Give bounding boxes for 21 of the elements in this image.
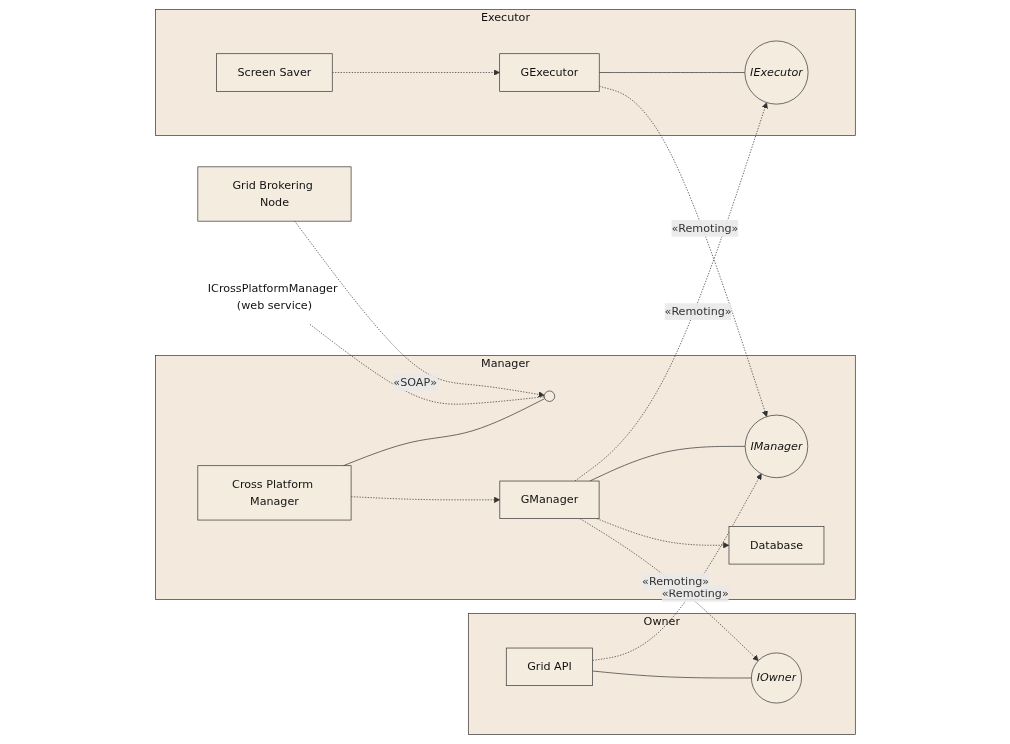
node-box: Screen Saver	[215, 53, 333, 92]
node-circle: IManager	[744, 414, 808, 479]
edge-label: «SOAP»	[392, 375, 437, 389]
node-box: Cross Platform Manager	[197, 465, 351, 521]
connector	[598, 72, 745, 73]
edge-label: «Remoting»	[661, 586, 729, 600]
edge-label: «Remoting»	[641, 574, 709, 588]
node-circle: IOwner	[750, 652, 802, 704]
node-circle	[543, 390, 555, 402]
node-text: ICrossPlatformManager (web service)	[207, 281, 338, 312]
edge-label: «Remoting»	[670, 221, 738, 235]
node-box: Grid Brokering Node	[197, 166, 351, 222]
node-box: GManager	[499, 480, 599, 519]
connector	[309, 323, 545, 405]
node-box: Grid API	[505, 647, 593, 686]
edge-label: «Remoting»	[664, 304, 732, 318]
node-box: Database	[728, 526, 824, 565]
connector	[591, 670, 752, 679]
connector	[589, 446, 746, 482]
node-circle: IExecutor	[744, 40, 808, 105]
node-box: GExecutor	[498, 53, 600, 92]
